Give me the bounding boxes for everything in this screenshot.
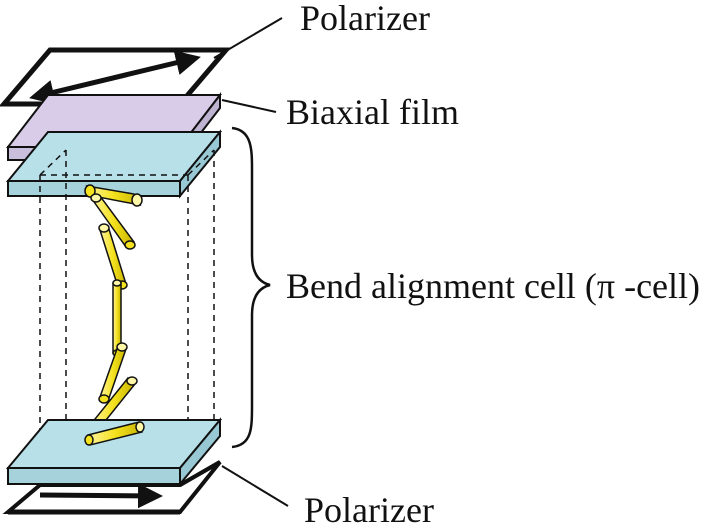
bottom-substrate — [5, 417, 223, 487]
leader-polarizer-top — [213, 17, 283, 59]
label-polarizer-top: Polarizer — [300, 0, 430, 38]
cell-brace — [231, 126, 271, 449]
transmission-axis-arrow-bottom — [39, 483, 163, 509]
lc-molecules — [84, 184, 145, 446]
bottom-polarizer — [2, 460, 222, 515]
leader-polarizer-bottom — [221, 465, 289, 507]
lc-rod — [98, 342, 128, 404]
leader-lines — [213, 17, 289, 507]
lc-rod — [84, 421, 145, 446]
label-cell: Bend alignment cell (π -cell) — [286, 266, 700, 306]
lc-rod — [90, 193, 136, 250]
lc-rod — [84, 184, 143, 207]
lc-molecules-front — [84, 421, 145, 446]
label-polarizer-bottom: Polarizer — [304, 490, 434, 527]
transmission-axis-arrow-top — [29, 50, 201, 105]
leader-biaxial-film — [221, 99, 277, 113]
label-biaxial-film: Biaxial film — [286, 92, 459, 132]
lc-rod — [98, 223, 128, 290]
